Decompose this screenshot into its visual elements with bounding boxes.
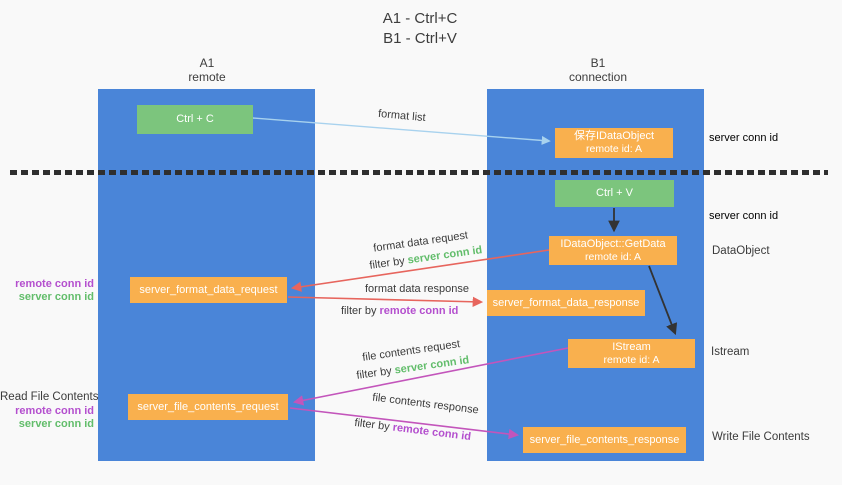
box-server-format-data-request-label: server_format_data_request xyxy=(139,283,278,296)
title-line-2: B1 - Ctrl+V xyxy=(383,30,457,47)
box-server-format-data-response-label: server_format_data_response xyxy=(492,296,640,309)
label-dataobject: DataObject xyxy=(712,245,770,257)
lane-header-a1: A1 remote xyxy=(142,56,272,84)
box-ctrl-c-label: Ctrl + C xyxy=(176,113,214,125)
box-idataobject-getdata-line2: remote id: A xyxy=(584,250,642,263)
box-ctrl-v: Ctrl + V xyxy=(555,180,674,207)
lane-header-b1: B1 connection xyxy=(533,56,663,84)
label-file-contents-response: file contents response xyxy=(371,391,480,417)
box-ctrl-v-label: Ctrl + V xyxy=(596,187,633,199)
box-server-file-contents-request: server_file_contents_request xyxy=(128,394,288,420)
box-save-idataobject-line2: remote id: A xyxy=(585,143,643,155)
diagram-title: A1 - Ctrl+C B1 - Ctrl+V xyxy=(300,9,540,49)
remote-conn-id-text: remote conn id xyxy=(379,305,459,317)
arrow-format-data-response xyxy=(287,296,484,307)
label-format-data-response: format data response xyxy=(365,283,469,295)
remote-conn-id-text: remote conn id xyxy=(391,421,472,444)
lane-b1-title: B1 xyxy=(590,56,606,70)
box-idataobject-getdata: IDataObject::GetData remote id: A xyxy=(549,236,677,265)
left-conn-id-block-2: remote conn id server conn id xyxy=(6,405,94,431)
left-server-conn-id-2: server conn id xyxy=(18,418,94,430)
box-istream: IStream remote id: A xyxy=(568,339,695,368)
box-server-file-contents-response-label: server_file_contents_response xyxy=(529,433,680,446)
box-idataobject-getdata-line1: IDataObject::GetData xyxy=(560,237,666,250)
filter-by-text: filter by xyxy=(355,365,393,382)
box-server-format-data-response: server_format_data_response xyxy=(487,290,645,316)
left-remote-conn-id-2: remote conn id xyxy=(15,405,94,417)
label-filter-by-remote-conn-id-2: filter by remote conn id xyxy=(354,417,472,443)
lane-a1-title: A1 xyxy=(199,56,215,70)
filter-by-text: filter by xyxy=(341,305,377,317)
box-istream-line2: remote id: A xyxy=(603,353,660,366)
right-server-conn-id-top: server conn id xyxy=(709,132,779,144)
label-filter-by-remote-conn-id-1: filter by remote conn id xyxy=(341,305,458,317)
label-read-file-contents: Read File Contents xyxy=(0,391,99,403)
box-istream-line1: IStream xyxy=(612,340,651,353)
left-conn-id-block-1: remote conn id server conn id xyxy=(6,278,94,304)
box-save-idataobject: 保存IDataObject remote id: A xyxy=(555,128,673,158)
box-ctrl-c: Ctrl + C xyxy=(137,105,253,134)
label-write-file-contents: Write File Contents xyxy=(712,431,810,443)
label-istream: Istream xyxy=(711,346,750,358)
filter-by-text: filter by xyxy=(368,255,406,272)
right-server-conn-id-mid: server conn id xyxy=(709,210,779,222)
box-server-format-data-request: server_format_data_request xyxy=(130,277,287,303)
filter-by-text: filter by xyxy=(353,416,391,434)
left-remote-conn-id-1: remote conn id xyxy=(15,278,94,290)
box-save-idataobject-line1: 保存IDataObject xyxy=(573,130,655,142)
lane-b1-subtitle: connection xyxy=(568,70,628,84)
title-line-1: A1 - Ctrl+C xyxy=(382,10,458,27)
lane-a1-subtitle: remote xyxy=(188,70,226,84)
label-format-list: format list xyxy=(377,107,427,125)
box-server-file-contents-response: server_file_contents_response xyxy=(523,427,686,453)
left-server-conn-id-1: server conn id xyxy=(18,291,94,303)
box-server-file-contents-request-label: server_file_contents_request xyxy=(137,400,279,413)
dashed-divider xyxy=(10,170,828,175)
